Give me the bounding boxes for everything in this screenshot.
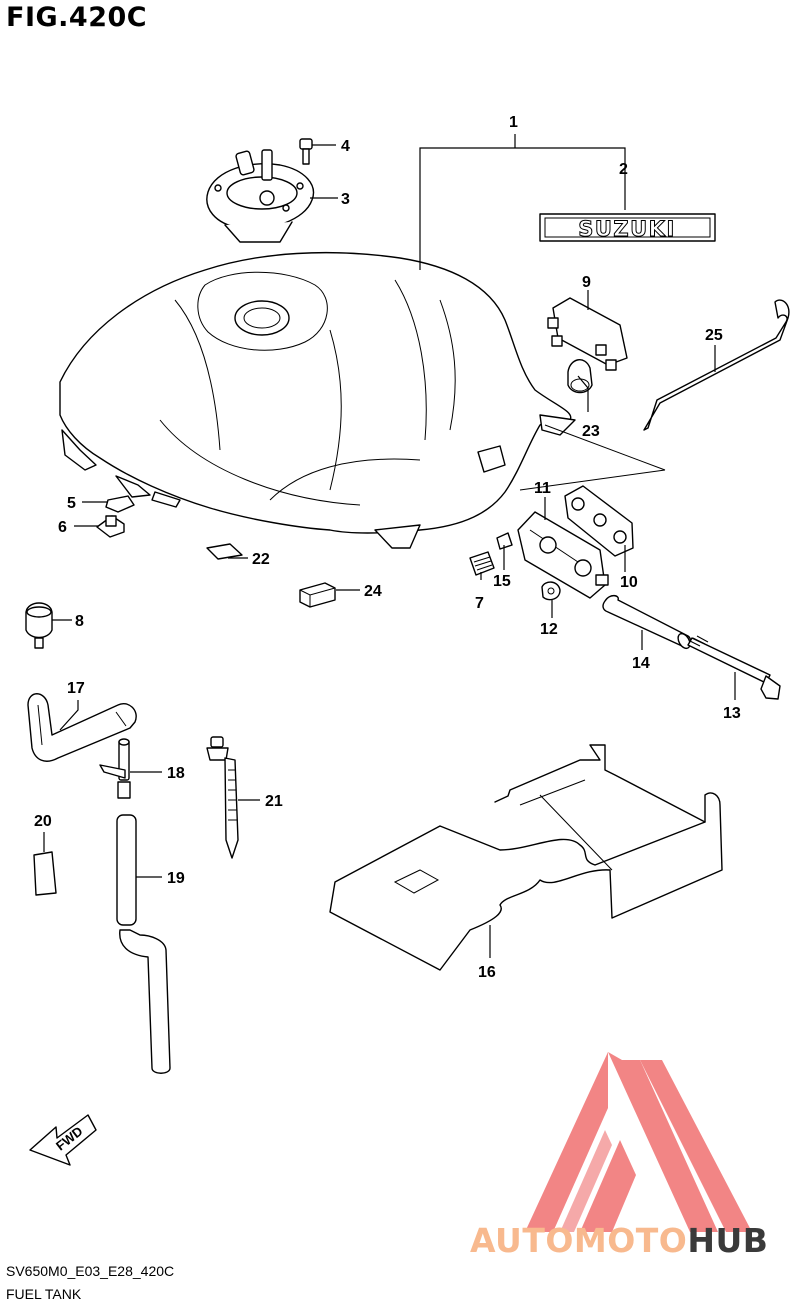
clip-15 xyxy=(496,532,513,550)
callout-15: 15 xyxy=(493,573,511,590)
joint-18 xyxy=(99,738,131,799)
callout-18: 18 xyxy=(167,765,185,782)
tray-16 xyxy=(329,744,723,971)
suzuki-emblem: SUZUKI xyxy=(539,213,716,242)
callout-21: 21 xyxy=(265,793,283,810)
callout-2: 2 xyxy=(619,161,628,178)
hinge-bracket-11 xyxy=(517,511,609,599)
watermark-logo xyxy=(525,1052,752,1232)
watermark-text: AUTOMOTOHUB xyxy=(470,1221,768,1260)
footer-caption: FUEL TANK xyxy=(6,1286,82,1302)
bolt-13 xyxy=(687,635,781,700)
damper-8 xyxy=(25,602,53,649)
bracket-9 xyxy=(547,297,628,371)
callout-13: 13 xyxy=(723,705,741,722)
damper-23 xyxy=(567,359,593,394)
fwd-arrow: FWD xyxy=(29,1114,97,1166)
callout-4: 4 xyxy=(341,138,350,155)
watermark-part2: MOTO xyxy=(573,1221,688,1260)
cable-tie-21 xyxy=(206,736,239,859)
hose-19 xyxy=(116,814,171,1074)
callout-25: 25 xyxy=(705,327,723,344)
pad-22 xyxy=(206,543,243,560)
collar-14 xyxy=(602,594,692,650)
hinge-bracket-10 xyxy=(564,485,634,557)
callout-23: 23 xyxy=(582,423,600,440)
callout-9: 9 xyxy=(582,274,591,291)
hose-17 xyxy=(27,693,137,762)
rod-25 xyxy=(643,299,790,431)
watermark-part3: HUB xyxy=(687,1221,769,1260)
callout-3: 3 xyxy=(341,191,350,208)
cushion-7 xyxy=(469,551,495,576)
callout-24: 24 xyxy=(364,583,382,600)
callout-7: 7 xyxy=(475,595,484,612)
callout-14: 14 xyxy=(632,655,650,672)
grommet-6 xyxy=(96,515,125,538)
fuel-cap-assembly xyxy=(206,138,315,243)
callout-5: 5 xyxy=(67,495,76,512)
callout-1: 1 xyxy=(509,114,518,131)
callout-12: 12 xyxy=(540,621,558,638)
washer-12 xyxy=(541,581,561,601)
callout-19: 19 xyxy=(167,870,185,887)
callout-6: 6 xyxy=(58,519,67,536)
callout-16: 16 xyxy=(478,964,496,981)
watermark-part1: AUTO xyxy=(470,1221,574,1260)
callout-20: 20 xyxy=(34,813,52,830)
callouts: 1 2 3 4 5 6 7 8 9 10 11 12 13 14 15 16 1… xyxy=(34,114,741,981)
footer-code: SV650M0_E03_E28_420C xyxy=(6,1263,175,1279)
figure-title: FIG.420C xyxy=(6,2,148,33)
cushion-24 xyxy=(299,582,336,608)
pad-20 xyxy=(33,851,57,896)
cushion-5 xyxy=(105,495,135,513)
suzuki-emblem-text: SUZUKI xyxy=(578,217,676,241)
leader-lines xyxy=(43,134,736,958)
callout-17: 17 xyxy=(67,680,85,697)
fuel-tank xyxy=(59,251,666,549)
callout-22: 22 xyxy=(252,551,270,568)
callout-8: 8 xyxy=(75,613,84,630)
callout-10: 10 xyxy=(620,574,638,591)
callout-11: 11 xyxy=(534,480,551,497)
